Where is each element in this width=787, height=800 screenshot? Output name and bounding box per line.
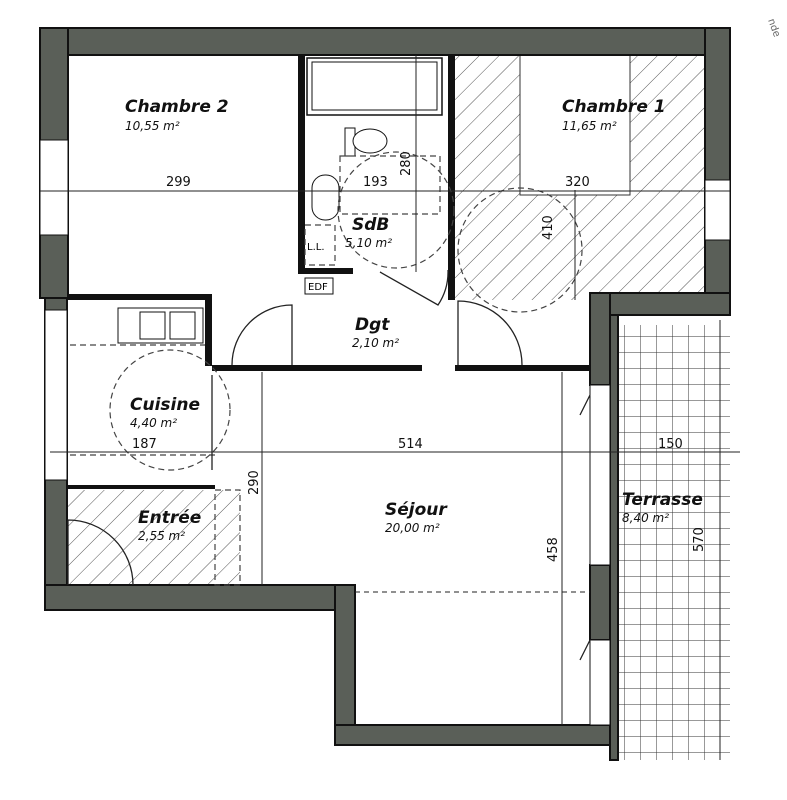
window-cuisine xyxy=(44,309,68,481)
cuisine-area: 4,40 m² xyxy=(130,416,177,430)
dim-chambre2-width: 299 xyxy=(166,175,191,190)
corner-text: nde xyxy=(765,17,782,38)
door-chambre2[interactable] xyxy=(231,304,293,366)
door-entree[interactable] xyxy=(67,519,134,586)
dgt-area: 2,10 m² xyxy=(352,336,399,350)
edf-label: EDF xyxy=(308,282,328,293)
interior-walls xyxy=(68,55,590,489)
door-sdb[interactable] xyxy=(379,269,449,306)
dim-sejour-width: 514 xyxy=(398,437,423,452)
dgt-name: Dgt xyxy=(355,315,390,335)
terrasse-area: 8,40 m² xyxy=(622,511,669,525)
ll-label: L.L. xyxy=(307,242,325,253)
chambre1-turning-circle xyxy=(457,187,583,313)
chambre2-name: Chambre 2 xyxy=(125,97,229,117)
window-chambre2 xyxy=(39,139,69,236)
dim-sdb-width: 193 xyxy=(363,175,388,190)
washbasin xyxy=(311,174,340,221)
terrasse-tiles xyxy=(615,325,730,760)
dim-chambre1-width: 320 xyxy=(565,175,590,190)
dim-sejour-length: 458 xyxy=(546,537,561,562)
toilet-icon xyxy=(352,128,388,154)
chambre2-area: 10,55 m² xyxy=(125,119,180,133)
sdb-name: SdB xyxy=(352,215,389,235)
dim-terrasse-length: 570 xyxy=(692,527,707,552)
cuisine-turning-circle xyxy=(109,349,231,471)
washing-machine xyxy=(304,224,336,266)
dim-entree-length: 290 xyxy=(247,470,262,495)
dim-cuisine-width: 187 xyxy=(132,437,157,452)
cuisine-name: Cuisine xyxy=(130,395,200,415)
sdb-area: 5,10 m² xyxy=(345,236,392,250)
dimension-lines xyxy=(40,55,740,760)
terrasse-name: Terrasse xyxy=(622,490,703,510)
chambre1-area: 11,65 m² xyxy=(562,119,617,133)
dim-terrasse-width: 150 xyxy=(658,437,683,452)
bathtub xyxy=(306,57,443,116)
chambre1-name: Chambre 1 xyxy=(562,97,666,117)
sejour-area: 20,00 m² xyxy=(385,521,440,535)
bed-area xyxy=(519,54,631,196)
window-sejour xyxy=(589,384,611,566)
sejour-name: Séjour xyxy=(385,500,448,520)
window-chambre1 xyxy=(704,179,731,241)
kitchen-sink xyxy=(117,307,204,344)
entree-name: Entrée xyxy=(138,508,201,528)
sdb-turning-circle xyxy=(337,151,455,269)
window-sejour-2 xyxy=(589,639,611,726)
door-chambre1[interactable] xyxy=(457,300,523,366)
entree-hatch xyxy=(68,490,240,585)
dim-chambre1-length: 410 xyxy=(541,215,556,240)
dim-sdb-length: 280 xyxy=(399,151,414,176)
entree-area: 2,55 m² xyxy=(138,529,185,543)
exterior-walls xyxy=(39,27,731,761)
